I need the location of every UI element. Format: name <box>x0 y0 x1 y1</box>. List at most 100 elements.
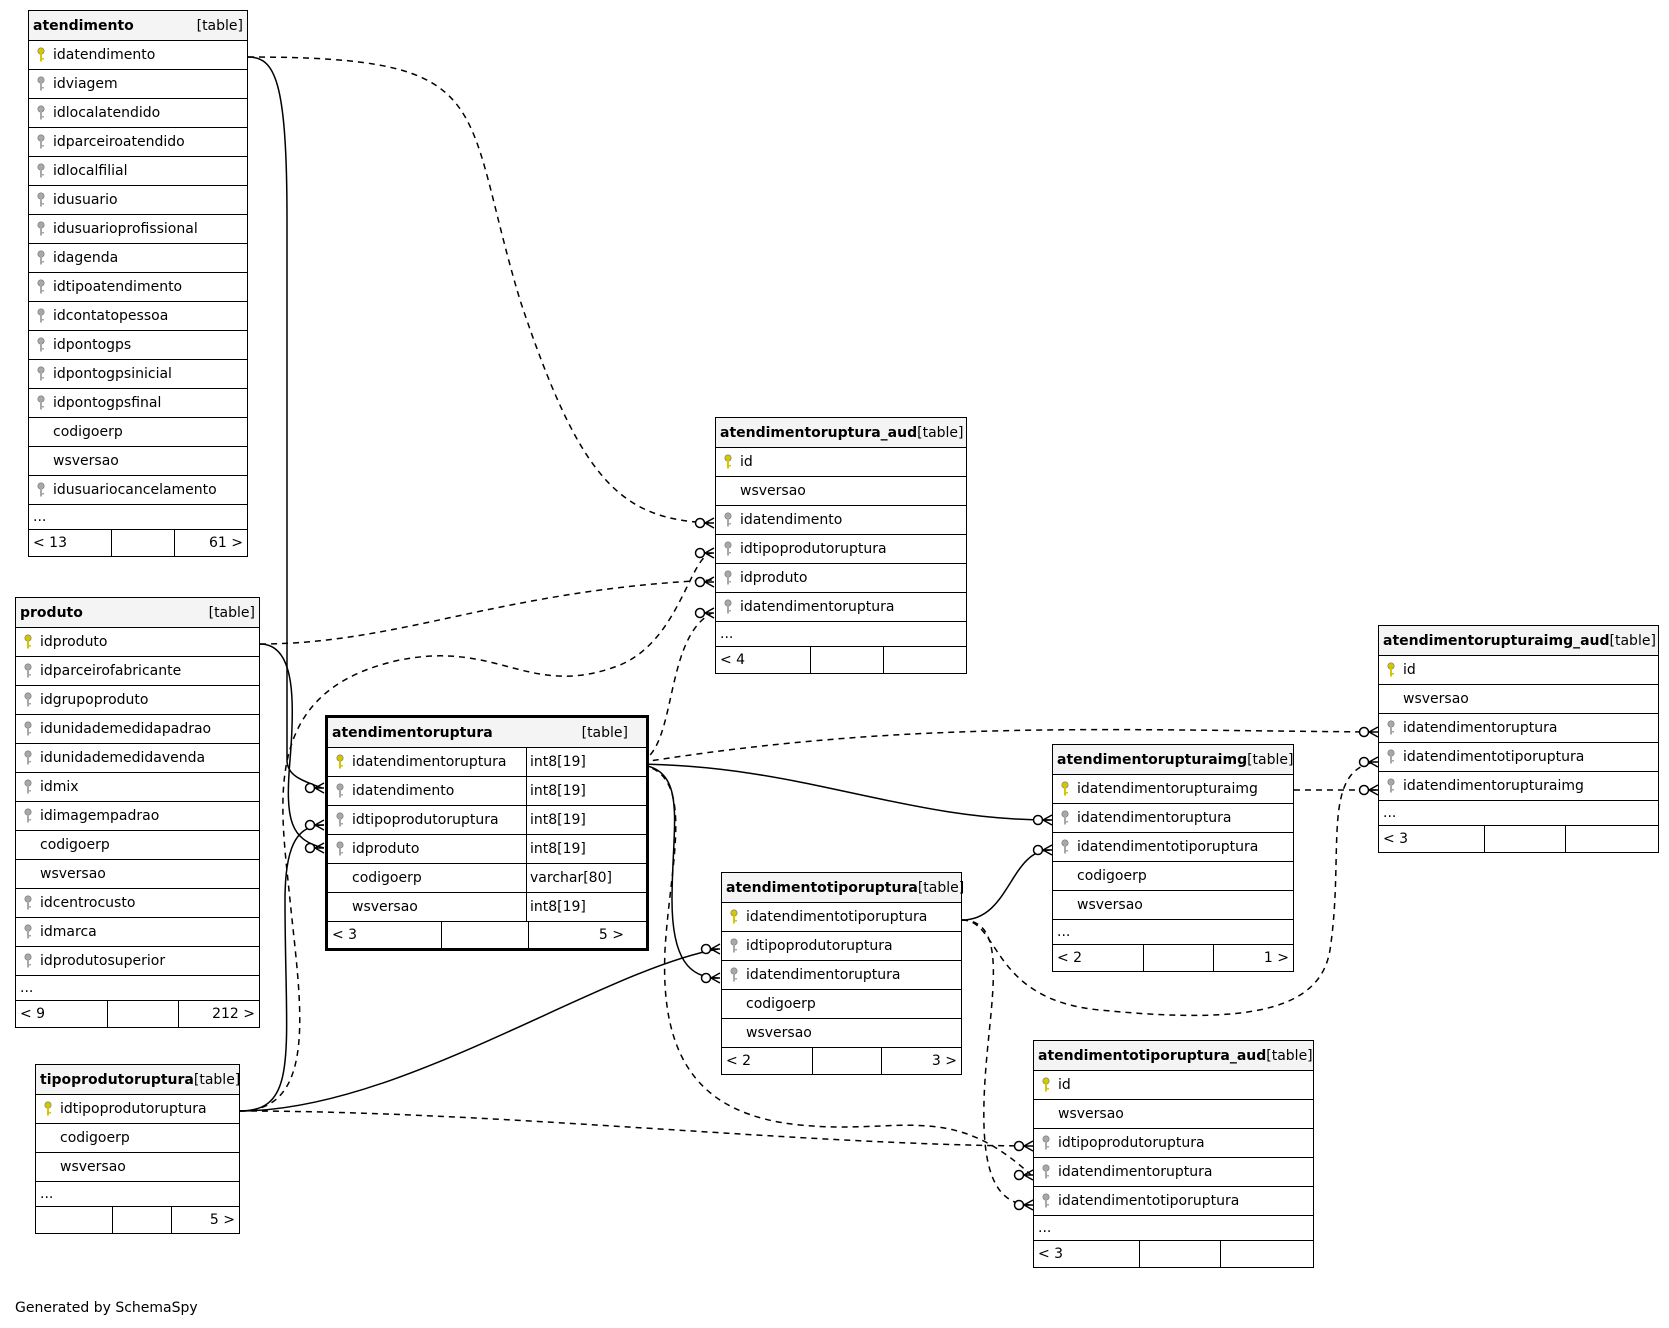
column-row[interactable]: idusuarioprofissional <box>29 215 247 244</box>
children-count[interactable] <box>1221 1241 1313 1267</box>
column-row[interactable]: codigoerp <box>36 1124 239 1153</box>
footer-middle <box>1140 1241 1221 1267</box>
optional-marker <box>694 576 706 588</box>
children-count[interactable]: 5 > <box>598 927 624 943</box>
column-row[interactable]: idatendimentotiporuptura <box>1379 743 1658 772</box>
primary-key-icon <box>1034 1077 1058 1093</box>
children-count[interactable]: 61 > <box>209 535 243 551</box>
column-row[interactable]: idatendimentotiporuptura <box>1034 1187 1313 1216</box>
column-row[interactable]: idunidademedidapadrao <box>16 715 259 744</box>
column-row[interactable]: codigoerp <box>29 418 247 447</box>
column-row[interactable]: idagenda <box>29 244 247 273</box>
parents-count[interactable]: < 4 <box>716 647 811 673</box>
column-row[interactable]: idunidademedidavenda <box>16 744 259 773</box>
column-row[interactable]: idatendimentoruptura <box>1379 714 1658 743</box>
column-name: idmarca <box>40 924 97 940</box>
column-row[interactable]: idcentrocusto <box>16 889 259 918</box>
children-count[interactable]: 5 > <box>209 1212 235 1228</box>
table-atendimentoruptura[interactable]: atendimentoruptura[table]idatendimentoru… <box>325 715 649 951</box>
column-row[interactable]: id <box>1034 1071 1313 1100</box>
column-row[interactable]: idgrupoproduto <box>16 686 259 715</box>
parents-count[interactable]: < 3 <box>1379 826 1486 852</box>
column-row[interactable]: wsversao <box>716 477 966 506</box>
column-row[interactable]: wsversao <box>36 1153 239 1182</box>
column-row[interactable]: codigoerp <box>16 831 259 860</box>
column-row[interactable]: idtipoprodutoruptura <box>716 535 966 564</box>
column-row[interactable]: idpontogps <box>29 331 247 360</box>
column-row[interactable]: idatendimentorupturaimg <box>1053 775 1293 804</box>
column-row[interactable]: codigoerp <box>1053 862 1293 891</box>
column-row[interactable]: idatendimentotiporuptura <box>1053 833 1293 862</box>
column-row[interactable]: wsversao <box>1053 891 1293 920</box>
children-count[interactable]: 3 > <box>931 1053 957 1069</box>
children-count[interactable]: 212 > <box>212 1006 255 1022</box>
column-row[interactable]: idtipoprodutoruptura <box>36 1095 239 1124</box>
column-row[interactable]: idusuariocancelamento <box>29 476 247 505</box>
table-atendimentotiporuptura[interactable]: atendimentotiporuptura[table]idatendimen… <box>721 872 964 1075</box>
column-row[interactable]: idatendimentotiporuptura <box>722 903 961 932</box>
parents-count[interactable]: < 3 <box>1034 1241 1141 1267</box>
column-row[interactable]: idcontatopessoa <box>29 302 247 331</box>
parents-count[interactable]: < 2 <box>722 1048 813 1074</box>
column-name: idatendimentoruptura <box>746 967 901 983</box>
column-row[interactable]: idtipoprodutoruptura <box>722 932 961 961</box>
column-row[interactable]: idatendimentoruptura <box>722 961 961 990</box>
column-row[interactable]: wsversao <box>1034 1100 1313 1129</box>
column-row[interactable]: idlocalfilial <box>29 157 247 186</box>
column-row[interactable]: idparceiroatendido <box>29 128 247 157</box>
children-count[interactable]: 1 > <box>1263 950 1289 966</box>
column-row[interactable]: idatendimentoruptura <box>716 593 966 622</box>
column-row[interactable]: idmarca <box>16 918 259 947</box>
parents-count[interactable]: < 2 <box>1053 945 1145 971</box>
column-row[interactable]: id <box>716 448 966 477</box>
column-row[interactable]: wsversao <box>1379 685 1658 714</box>
parents-count[interactable] <box>36 1207 114 1233</box>
column-row[interactable]: idtipoatendimento <box>29 273 247 302</box>
optional-marker <box>304 782 316 794</box>
column-row[interactable]: wsversao <box>16 860 259 889</box>
column-row[interactable]: wsversao <box>722 1019 961 1048</box>
column-row[interactable]: idatendimento <box>29 41 247 70</box>
column-row[interactable]: idatendimentorupturaimg <box>1379 772 1658 801</box>
column-row[interactable]: idimagempadrao <box>16 802 259 831</box>
column-row[interactable]: idpontogpsfinal <box>29 389 247 418</box>
column-row[interactable]: idpontogpsinicial <box>29 360 247 389</box>
column-row[interactable]: idlocalatendido <box>29 99 247 128</box>
column-row[interactable]: idmix <box>16 773 259 802</box>
children-count[interactable] <box>1566 826 1658 852</box>
parents-count[interactable]: < 3 <box>328 922 442 948</box>
parents-count[interactable]: < 13 <box>29 530 112 556</box>
column-row[interactable]: idusuario <box>29 186 247 215</box>
column-row[interactable]: idatendimentoruptura <box>1034 1158 1313 1187</box>
table-type: [table] <box>1247 751 1294 768</box>
crowfoot-marker <box>1368 784 1379 796</box>
column-row[interactable]: idviagem <box>29 70 247 99</box>
children-count[interactable] <box>884 647 967 673</box>
foreign-key-icon <box>16 953 40 969</box>
column-row[interactable]: idatendimento <box>716 506 966 535</box>
column-row[interactable]: idproduto <box>16 628 259 657</box>
foreign-key-icon <box>328 841 352 857</box>
table-tipoprodutoruptura[interactable]: tipoprodutoruptura[table]idtipoprodutoru… <box>35 1064 240 1234</box>
column-row[interactable]: idparceirofabricante <box>16 657 259 686</box>
column-row[interactable]: id <box>1379 656 1658 685</box>
parents-count[interactable]: < 9 <box>16 1001 109 1027</box>
column-row[interactable]: wsversao <box>29 447 247 476</box>
column-row[interactable]: idtipoprodutoruptura <box>1034 1129 1313 1158</box>
column-row[interactable]: idproduto <box>716 564 966 593</box>
column-row[interactable]: idatendimentoruptura <box>1053 804 1293 833</box>
column-row[interactable]: codigoerp <box>722 990 961 1019</box>
table-atendimentorupturaimg[interactable]: atendimentorupturaimg[table]idatendiment… <box>1052 744 1294 972</box>
column-row[interactable]: idprodutosuperior <box>16 947 259 976</box>
